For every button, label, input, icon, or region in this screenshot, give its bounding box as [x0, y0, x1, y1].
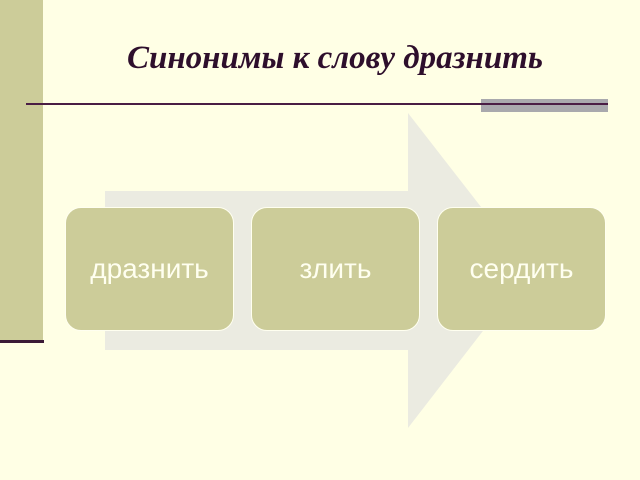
synonym-label: дразнить: [90, 253, 209, 284]
synonym-box-1: дразнить: [65, 207, 234, 331]
synonym-label: сердить: [469, 253, 574, 284]
synonym-label: злить: [299, 253, 372, 284]
synonym-box-3: сердить: [437, 207, 606, 331]
side-accent-line: [0, 340, 44, 343]
slide-title: Синонимы к слову дразнить: [127, 40, 543, 76]
synonym-box-2: злить: [251, 207, 420, 331]
title-divider: [26, 103, 608, 105]
title-divider-overlay: [481, 103, 608, 105]
title-divider-accent: [481, 99, 608, 112]
side-accent-bar: [0, 0, 43, 340]
